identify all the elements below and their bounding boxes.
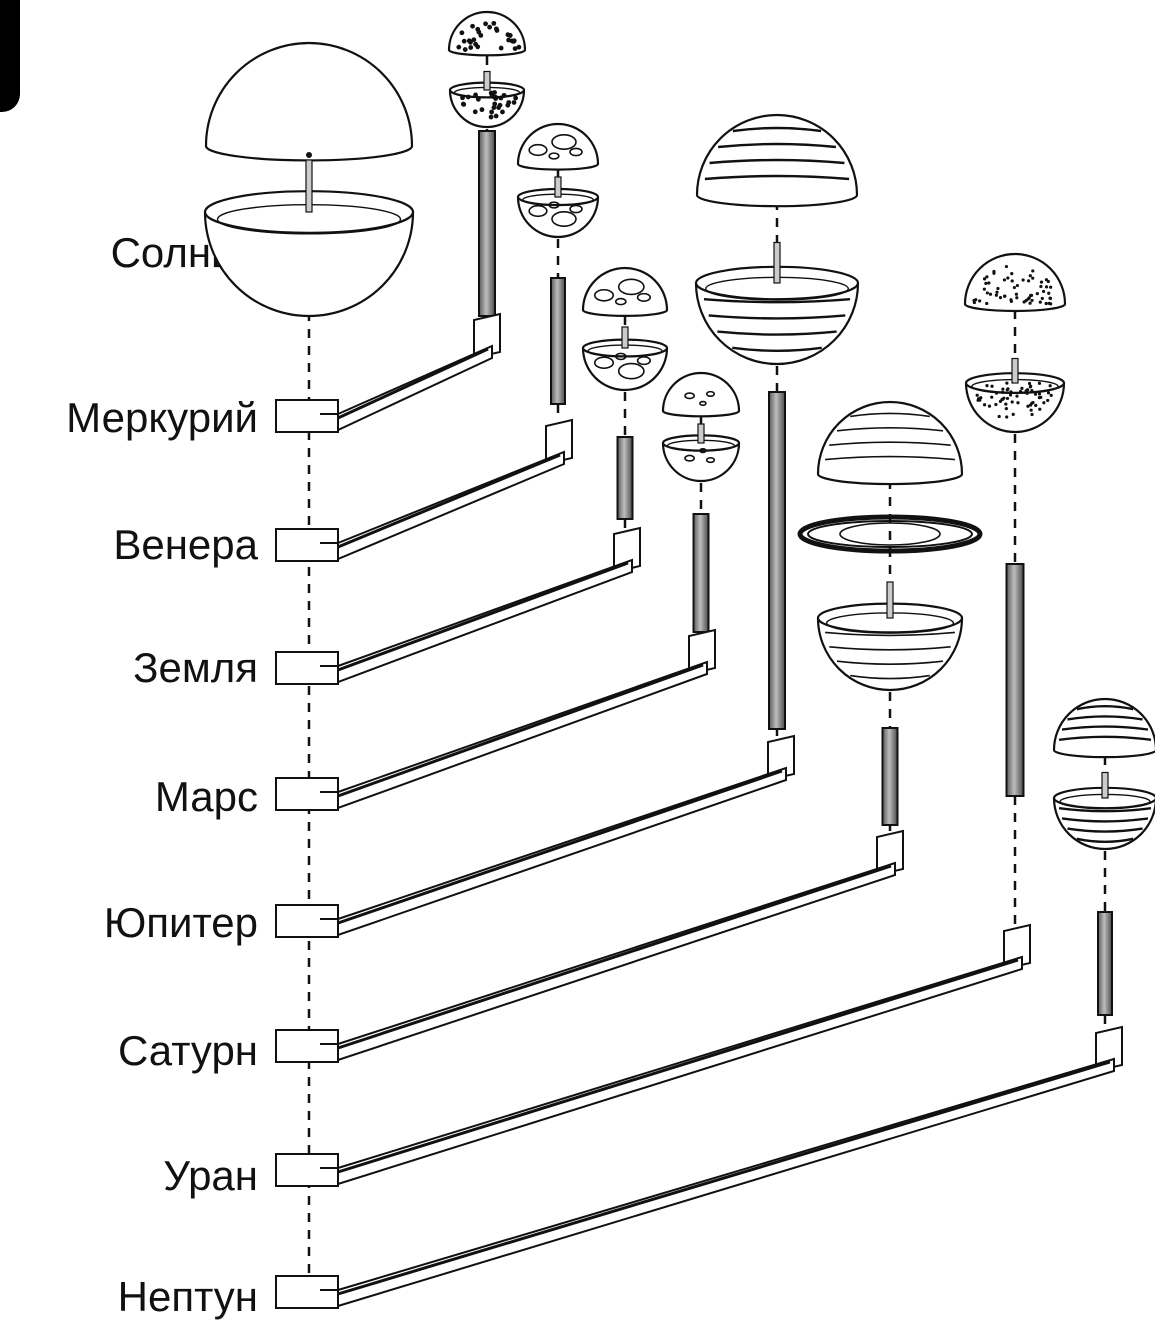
planet-1-top-hemisphere bbox=[447, 10, 527, 57]
planet-4-rod bbox=[692, 513, 710, 633]
sun-pin-dot bbox=[306, 152, 312, 158]
planet-2-top-hemisphere bbox=[516, 122, 600, 171]
planet-5-top-hemisphere bbox=[695, 113, 859, 208]
planet-2-bottom-hemisphere bbox=[516, 176, 600, 239]
planet-6-rod bbox=[881, 727, 899, 826]
planet-2-rod bbox=[550, 277, 566, 405]
planet-3-bottom-hemisphere bbox=[581, 326, 669, 392]
planet-6-bottom-hemisphere bbox=[816, 581, 964, 692]
planet-4-arm bbox=[275, 628, 716, 811]
planet-5-arm bbox=[275, 734, 795, 938]
planet-8-arm bbox=[275, 1025, 1123, 1309]
planet-3-rod bbox=[616, 436, 634, 520]
planet-1-bottom-hemisphere bbox=[448, 70, 526, 129]
planet-8-bottom-hemisphere bbox=[1052, 771, 1155, 851]
planet-4-bottom-hemisphere bbox=[661, 423, 741, 483]
label-planet-6: Сатурн bbox=[117, 1027, 258, 1074]
planet-5-bottom-hemisphere bbox=[694, 241, 860, 366]
label-planet-3: Земля bbox=[133, 644, 258, 691]
planet-2-arm bbox=[275, 418, 573, 562]
planet-5-rod bbox=[768, 391, 786, 730]
label-planet-1: Меркурий bbox=[66, 394, 258, 441]
planet-4-top-hemisphere bbox=[661, 371, 741, 418]
planet-7-top-hemisphere bbox=[963, 252, 1067, 313]
planet-8-rod bbox=[1097, 911, 1113, 1016]
planet-8-top-hemisphere bbox=[1052, 697, 1155, 759]
label-planet-2: Венера bbox=[113, 521, 258, 568]
label-planet-7: Уран bbox=[163, 1152, 258, 1199]
planet-1-arm bbox=[275, 312, 501, 433]
planet-7-rod bbox=[1005, 563, 1025, 797]
planet-6-rings bbox=[797, 514, 983, 554]
planet-6-top-hemisphere bbox=[816, 400, 964, 486]
sun-bottom-hemisphere bbox=[203, 159, 415, 318]
planet-7-bottom-hemisphere bbox=[964, 357, 1066, 434]
planet-1-rod bbox=[478, 130, 496, 317]
label-planet-4: Марс bbox=[154, 773, 258, 820]
planet-3-top-hemisphere bbox=[581, 266, 669, 317]
sun-top-hemisphere bbox=[204, 41, 414, 162]
label-planet-5: Юпитер bbox=[103, 899, 258, 946]
planet-7-arm bbox=[275, 923, 1031, 1187]
label-planet-8: Нептун bbox=[117, 1273, 258, 1320]
planet-3-arm bbox=[275, 526, 641, 685]
planet-6-arm bbox=[275, 829, 904, 1063]
corner-tab-icon bbox=[0, 0, 20, 112]
